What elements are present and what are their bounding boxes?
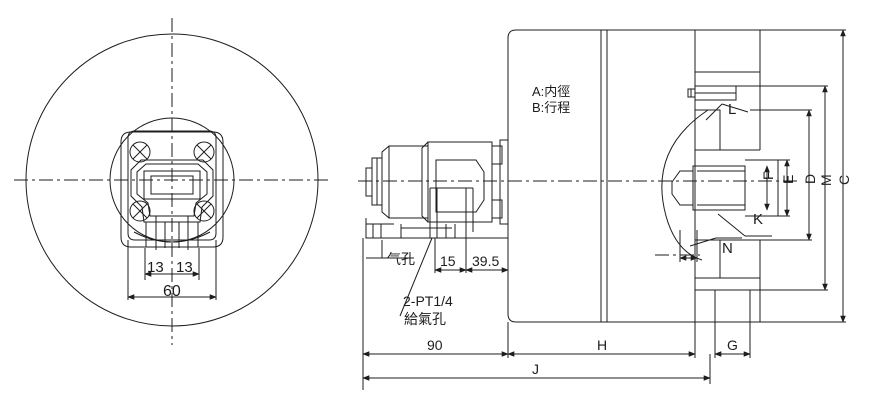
dim-60-text: 60 [163, 283, 181, 300]
dim-M-text: M [818, 174, 834, 186]
leader-K-line [717, 213, 746, 237]
side-view-horizontal-dimensions [362, 230, 751, 390]
step-outline-inner-top [695, 109, 721, 150]
callout-K-text: K [753, 211, 764, 228]
bolt-hole-tl [129, 141, 151, 163]
label-air-supply-hole-text: 給氣孔 [404, 311, 446, 327]
dim-H-text: H [597, 337, 608, 353]
motor-body [388, 145, 429, 219]
main-body-outline [507, 29, 696, 323]
leader-lines [366, 103, 772, 317]
front-view-dimensions [127, 271, 217, 300]
dim-E-text: E [780, 174, 796, 184]
tail-top-outline [695, 29, 761, 72]
dim-D-text: D [802, 173, 818, 184]
plunger-collar [745, 159, 779, 217]
center-pocket-outer [130, 159, 214, 223]
callout-N-text: N [722, 240, 733, 257]
front-view-centerlines [14, 18, 332, 345]
mount-collar [499, 139, 508, 225]
dim-15-text: 15 [440, 253, 456, 269]
dim-13-right-text: 13 [176, 259, 193, 276]
leader-N-line [689, 237, 717, 247]
motor-shaft-stub [365, 167, 373, 197]
bolt-hole-bl [129, 200, 151, 222]
side-view-group [365, 29, 846, 323]
note-bore-text: A:内徑 [532, 84, 571, 99]
gearbox-left-taper [421, 141, 429, 223]
plunger-nose [671, 170, 693, 206]
label-air-hole-text: 气孔 [387, 251, 415, 267]
boss-bottom-arc [133, 231, 211, 243]
motor-left-face [381, 145, 390, 219]
dim-13-left-text: 13 [147, 259, 164, 276]
leader-L-line [705, 103, 723, 121]
dim-39-5-text: 39.5 [472, 253, 500, 269]
side-view-vertical-dimensions [764, 29, 846, 323]
callout-L-text: L [728, 101, 737, 118]
gearbox-block [427, 141, 493, 223]
base-plate-top [365, 218, 508, 239]
note-stroke-text: B:行程 [532, 100, 571, 115]
label-pt-thread-text: 2-PT1/4 [403, 293, 453, 309]
section-envelope-curve [661, 109, 709, 261]
dim-C-text: C [836, 174, 852, 185]
center-pocket-inner [136, 163, 208, 217]
gearbox-inner-profile [435, 159, 485, 213]
dim-90-text: 90 [427, 337, 443, 353]
plunger-body [692, 165, 746, 211]
dim-F-text: F [760, 171, 776, 180]
leader-L-tail [721, 103, 749, 113]
mounting-plate-outline [127, 130, 217, 241]
mounting-plate-outer [120, 131, 224, 248]
leader-pt-thread [399, 237, 433, 317]
side-view-centerlines [358, 180, 800, 256]
bolt-hole-tr [193, 141, 215, 163]
dim-G-text: G [727, 337, 738, 353]
bolt-hole-br [193, 200, 215, 222]
dim-J-text: J [532, 361, 539, 377]
